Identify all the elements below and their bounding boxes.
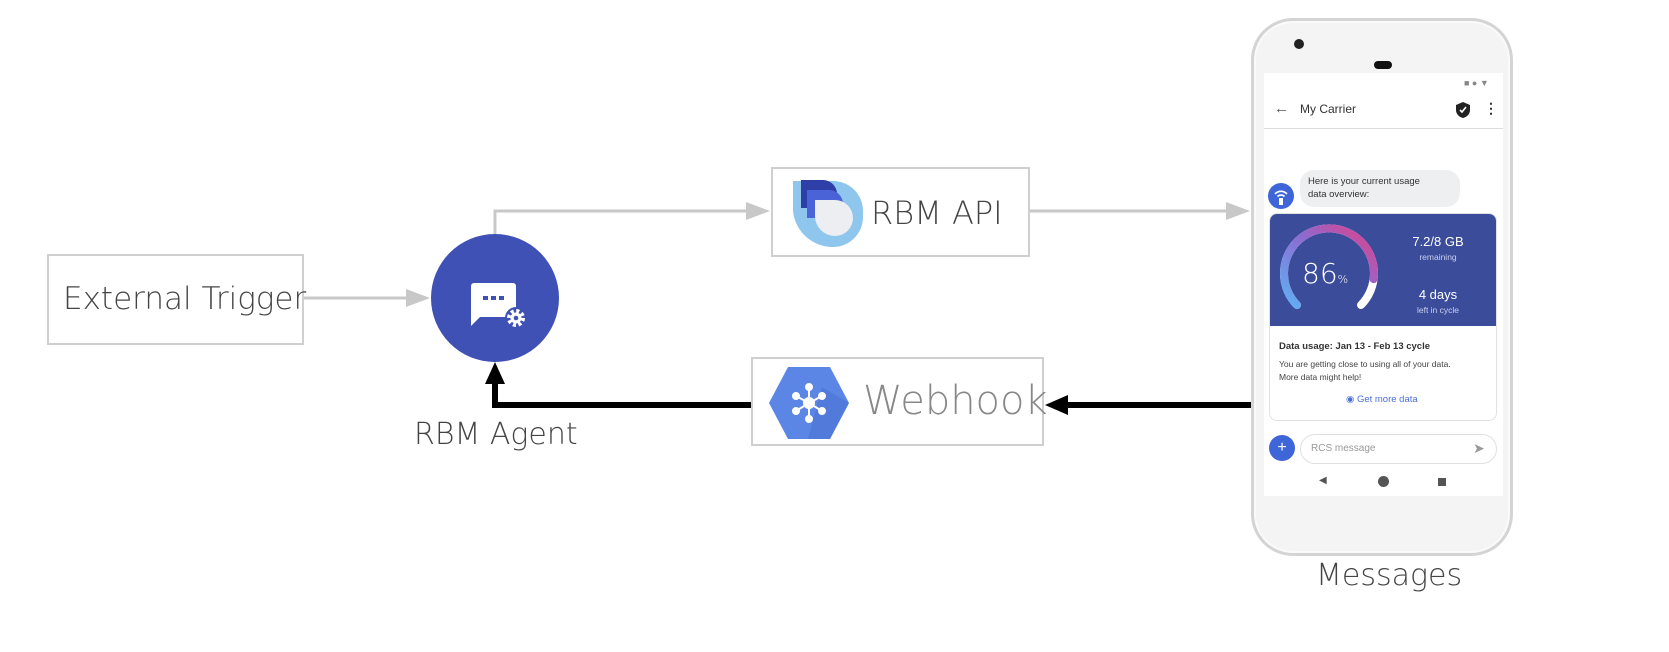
back-arrow-icon[interactable]: ← — [1274, 100, 1289, 117]
rbm-agent-node — [431, 234, 559, 362]
front-camera — [1294, 39, 1304, 49]
external-trigger-node: External Trigger — [47, 254, 307, 345]
arrow-trigger-to-agent — [304, 289, 430, 307]
send-icon[interactable]: ➤ — [1473, 440, 1485, 456]
days-left: 4 days — [1418, 287, 1458, 302]
more-options-icon[interactable]: ⋮ — [1484, 100, 1498, 116]
data-remaining: 7.2/8 GB — [1412, 234, 1464, 249]
arrow-webhook-to-agent — [485, 362, 751, 408]
status-bar-icons: ■ ● ▼ — [1464, 78, 1489, 88]
card-title: Data usage: Jan 13 - Feb 13 cycle — [1279, 341, 1431, 352]
external-trigger-label: External Trigger — [63, 281, 307, 317]
globe-icon: ◉ — [1346, 394, 1355, 405]
phone-screen: ■ ● ▼ ← My Carrier ⋮ Here is your curren… — [1264, 73, 1503, 496]
message-input[interactable]: RCS message ➤ — [1300, 434, 1497, 464]
bubble-line-1: Here is your current usage — [1308, 176, 1420, 187]
get-more-data-link[interactable]: ◉ Get more data — [1346, 394, 1418, 405]
arrow-phone-to-webhook — [1045, 395, 1251, 415]
carrier-avatar — [1268, 183, 1294, 209]
webhook-hexagon-icon — [769, 367, 849, 439]
gauge-percent: 86% — [1302, 257, 1348, 290]
days-left-label: left in cycle — [1416, 305, 1460, 315]
arrow-api-to-phone — [1030, 202, 1250, 220]
card-text-1: You are getting close to using all of yo… — [1279, 359, 1451, 369]
conversation-title: My Carrier — [1300, 102, 1356, 116]
attach-plus-button[interactable]: + — [1269, 435, 1295, 461]
webhook-label: Webhook — [863, 378, 1048, 424]
usage-gauge — [1280, 224, 1378, 309]
get-more-data-label: Get more data — [1356, 394, 1418, 405]
message-bubble: Here is your current usage data overview… — [1300, 170, 1460, 207]
bubble-line-2: data overview: — [1308, 189, 1370, 200]
nav-home-icon[interactable] — [1378, 476, 1389, 487]
usage-card-header: 86% 7.2/8 GB remaining 4 days left in cy… — [1270, 214, 1496, 326]
arrow-agent-to-api — [493, 202, 770, 234]
nav-recents-icon[interactable] — [1438, 478, 1446, 486]
messages-label: Messages — [1316, 558, 1463, 593]
speaker — [1374, 61, 1392, 69]
gauge-fill — [1280, 224, 1378, 309]
data-remaining-label: remaining — [1419, 252, 1457, 262]
verified-shield-icon — [1456, 102, 1470, 118]
webhook-node: Webhook — [751, 357, 1048, 446]
rbm-api-node: RBM API — [771, 167, 1030, 257]
rbm-api-logo-icon — [793, 180, 863, 248]
rbm-api-label: RBM API — [871, 194, 1003, 232]
gauge-percent-unit: % — [1337, 273, 1349, 286]
chat-settings-icon — [471, 283, 527, 329]
nav-back-icon[interactable]: ◀ — [1319, 475, 1327, 486]
card-text-2: More data might help! — [1279, 372, 1362, 382]
gauge-percent-value: 86 — [1302, 257, 1338, 290]
usage-card: 86% 7.2/8 GB remaining 4 days left in cy… — [1269, 213, 1497, 421]
rbm-agent-label: RBM Agent — [414, 417, 578, 452]
message-input-placeholder: RCS message — [1311, 443, 1376, 454]
header-divider — [1264, 128, 1503, 129]
